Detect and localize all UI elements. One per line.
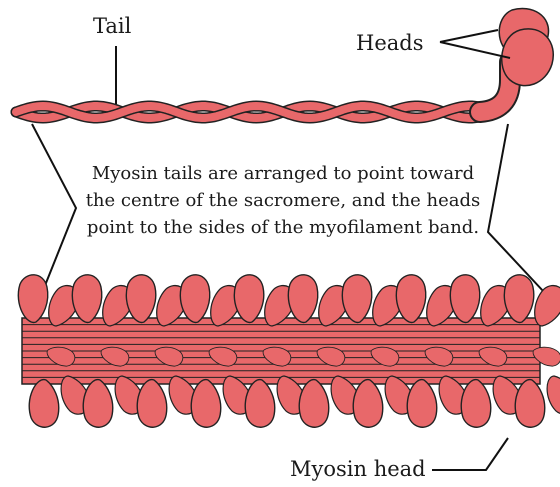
myosin-head xyxy=(295,378,333,430)
myosin-head xyxy=(403,378,441,430)
tail-label: Tail xyxy=(93,14,131,38)
myosin-head xyxy=(511,378,549,430)
myofilament-band xyxy=(14,272,560,429)
myosin-head xyxy=(68,272,108,324)
myosin-head xyxy=(187,378,225,430)
heads-leader-line-lower xyxy=(440,42,510,58)
myosin-head xyxy=(241,378,279,430)
myosin-head xyxy=(284,272,324,324)
myosin-head-leader-line xyxy=(432,438,508,470)
myosin-head xyxy=(25,378,63,430)
myosin-head xyxy=(349,378,387,430)
caption-line-3: point to the sides of the myofilament ba… xyxy=(60,214,506,241)
heads-label: Heads xyxy=(356,31,423,55)
myosin-head xyxy=(338,272,378,324)
myosin-head xyxy=(446,272,486,324)
myosin-head xyxy=(176,272,216,324)
heads-leader-line-upper xyxy=(440,30,498,42)
myosin-head xyxy=(79,378,117,430)
myosin-head xyxy=(133,378,171,430)
myosin-head-label: Myosin head xyxy=(290,457,426,481)
caption: Myosin tails are arranged to point towar… xyxy=(60,160,506,241)
myosin-head xyxy=(392,272,432,324)
myosin-head xyxy=(230,272,270,324)
myosin-head xyxy=(457,378,495,430)
caption-line-2: the centre of the sacromere, and the hea… xyxy=(60,187,506,214)
caption-line-1: Myosin tails are arranged to point towar… xyxy=(60,160,506,187)
myosin-head xyxy=(544,372,560,417)
myosin-head xyxy=(122,272,162,324)
